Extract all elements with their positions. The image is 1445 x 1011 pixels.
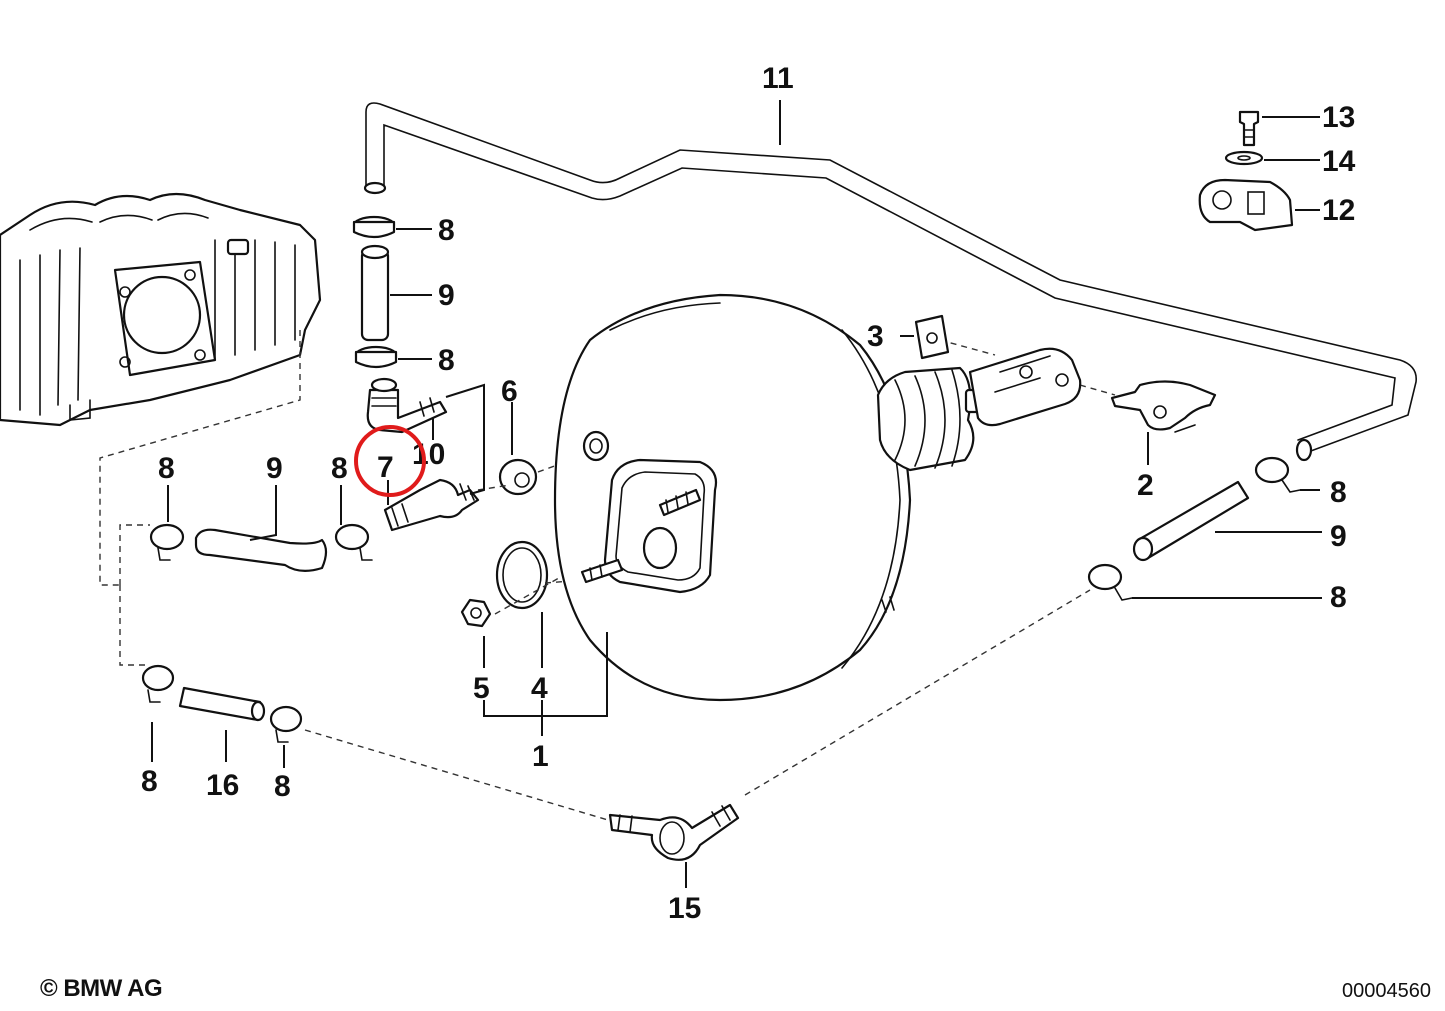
callout-8-a: 8 bbox=[438, 214, 455, 247]
callout-9-c: 9 bbox=[1330, 520, 1347, 553]
leader-dash-booster bbox=[939, 339, 1116, 396]
callout-8-d: 8 bbox=[331, 452, 348, 485]
callout-11: 11 bbox=[762, 62, 794, 95]
callouts: 1 2 3 4 5 6 7 10 11 12 13 14 15 16 8 8 8… bbox=[141, 62, 1356, 925]
upper-hose-assembly bbox=[352, 215, 398, 369]
callout-8-g: 8 bbox=[141, 765, 158, 798]
callout-16: 16 bbox=[206, 769, 239, 802]
callout-6: 6 bbox=[501, 375, 518, 408]
callout-9-a: 9 bbox=[438, 279, 455, 312]
callout-4: 4 bbox=[531, 672, 548, 705]
highlight-circle bbox=[354, 425, 426, 497]
leader-lines bbox=[151, 100, 1322, 888]
leader-dash-elbow bbox=[304, 589, 1091, 821]
callout-8-e: 8 bbox=[1330, 476, 1347, 509]
callout-1: 1 bbox=[532, 740, 549, 773]
callout-8-f: 8 bbox=[1330, 581, 1347, 614]
lower-hose-assembly bbox=[141, 664, 303, 743]
callout-5: 5 bbox=[473, 672, 490, 705]
callout-8-h: 8 bbox=[274, 770, 291, 803]
brake-booster bbox=[553, 293, 998, 702]
vacuum-line bbox=[363, 102, 1417, 462]
callout-9-b: 9 bbox=[266, 452, 283, 485]
callout-13: 13 bbox=[1322, 101, 1355, 134]
diagram-number: 00004560 bbox=[1342, 980, 1431, 1002]
left-hose-assembly bbox=[149, 523, 373, 572]
copyright-notice: © BMW AG bbox=[40, 975, 163, 1002]
callout-3: 3 bbox=[867, 320, 884, 353]
intake-manifold bbox=[0, 192, 322, 427]
callout-8-b: 8 bbox=[438, 344, 455, 377]
clevis-assembly bbox=[914, 314, 1217, 433]
callout-14: 14 bbox=[1322, 145, 1356, 178]
leader-dash-manifold bbox=[99, 330, 301, 666]
callout-15: 15 bbox=[668, 892, 701, 925]
right-hose-assembly bbox=[1087, 456, 1301, 601]
callout-12: 12 bbox=[1322, 194, 1355, 227]
callout-7: 7 bbox=[377, 451, 394, 484]
bracket-assembly bbox=[1198, 110, 1294, 232]
small-parts bbox=[460, 458, 549, 628]
callout-8-c: 8 bbox=[158, 452, 175, 485]
callout-2: 2 bbox=[1137, 469, 1154, 502]
elbow-fitting bbox=[608, 803, 740, 861]
